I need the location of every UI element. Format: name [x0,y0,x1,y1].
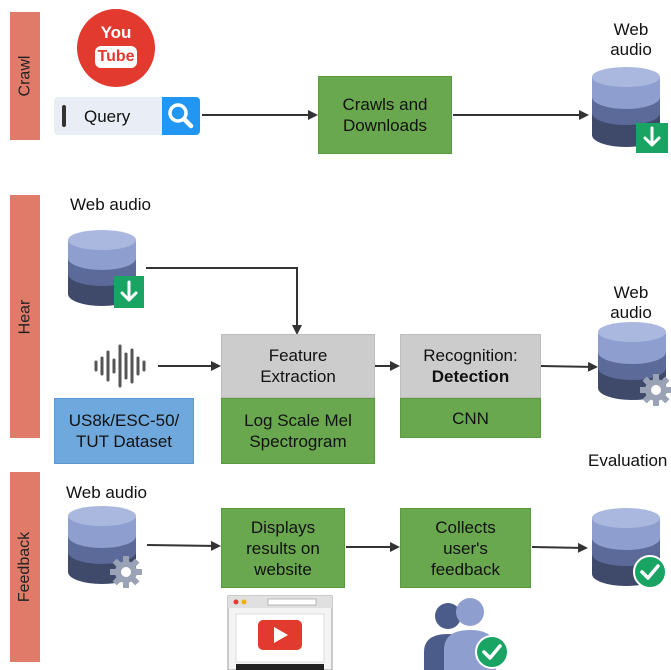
database-check-icon [592,508,667,589]
crawl-output-label: Web audio [590,20,671,60]
search-button[interactable] [162,97,200,135]
recognition-line-1: Recognition: [423,346,518,365]
stage-label-crawl: Crawl [10,12,40,140]
crawl-output-label-line-2: audio [610,40,652,59]
feature-line-2: Extraction [260,367,336,386]
cnn-box: CNN [400,398,541,438]
crawls-line-1: Crawls and [342,95,428,114]
collect-line-1: Collects [435,517,496,537]
display-line-3: website [254,559,312,579]
spectrogram-line-1: Log Scale Mel [244,411,352,430]
dataset-box: US8k/ESC-50/TUT Dataset [54,398,194,464]
text-cursor-icon [62,105,66,127]
spectrogram-line-2: Spectrogram [249,432,347,451]
dataset-line-1: US8k/ESC-50/ [68,411,180,430]
cnn-label: CNN [452,408,489,428]
users-check-icon [424,598,509,670]
recognition-line-2: Detection [431,367,510,386]
feature-line-1: Feature [268,346,328,365]
dataset-line-2: TUT Dataset [75,432,173,451]
hear-input-label: Web audio [70,195,151,214]
youtube-logo [77,9,155,87]
crawls-line-2: Downloads [342,116,428,135]
arrow-collect-to-evaluation [531,542,588,553]
arrow-recognition-to-webaudio [540,361,598,372]
search-icon [168,103,194,129]
hear-output-label-line-1: Web [613,283,649,302]
website-video-icon [227,595,333,670]
display-line-1: Displays [250,517,316,537]
youtube-logo-tube: Tube [97,48,135,65]
arrow-webaudio-to-feature [146,267,302,335]
query-placeholder: Query [84,107,131,126]
database-download-icon [68,230,144,308]
display-line-2: results on [246,538,320,558]
evaluation-label: Evaluation [588,451,668,470]
database-gear-icon [598,322,671,406]
hear-output-label: Web audio [590,283,671,323]
stage-label-hear: Hear [10,195,40,438]
arrow-webaudio-to-display [146,540,221,551]
recognition-detection-box: Recognition: Detection [400,334,541,398]
database-gear-icon [68,506,142,588]
crawl-output-label-line-1: Web [613,20,649,39]
waveform-icon [86,334,158,398]
stage-label-feedback: Feedback [10,472,40,662]
hear-output-label-line-2: audio [610,303,652,322]
query-search-input[interactable]: Query [54,97,162,135]
database-download-icon [592,67,668,153]
youtube-logo-you: You [100,23,132,42]
feedback-input-label: Web audio [66,483,147,502]
collect-line-2: user's [443,538,488,558]
collect-line-3: feedback [431,559,500,579]
